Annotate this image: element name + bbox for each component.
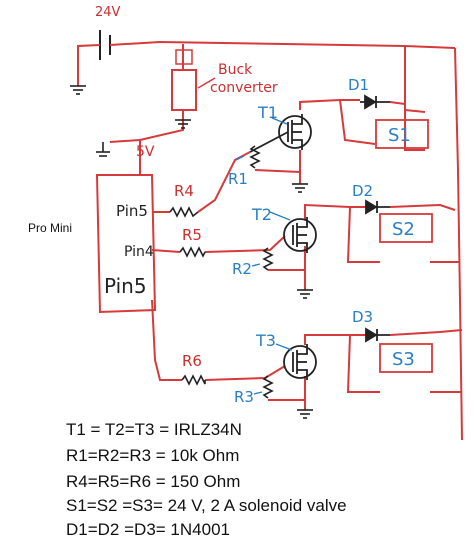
resistor-r4 (169, 206, 199, 218)
solenoid-s2 (379, 213, 433, 243)
resistor-r1 (249, 145, 261, 169)
ground-icon (70, 85, 86, 95)
label-d3: D3 (352, 308, 373, 326)
label-s1: S1 (388, 125, 411, 146)
mosfet-t3 (283, 344, 317, 380)
buck-converter-top (175, 49, 193, 65)
ground-icon (175, 119, 191, 129)
ground-icon (297, 289, 313, 299)
label-r6: R6 (182, 352, 202, 370)
resistor-r2 (262, 247, 274, 271)
label-r5: R5 (182, 226, 202, 244)
diode-d3 (365, 327, 390, 343)
buck-converter-box (171, 69, 197, 111)
diode-d2 (365, 199, 390, 215)
solenoid-s3 (379, 343, 433, 373)
note-gate-resistors: R4=R5=R6 = 150 Ohm (66, 472, 241, 491)
label-d1: D1 (348, 76, 369, 94)
label-d2: D2 (352, 182, 373, 200)
pin-label-2: Pin4 (124, 244, 154, 260)
supply-voltage-label: 24V (95, 5, 121, 20)
pin-label-3: Pin5 (104, 274, 147, 298)
ground-symbols (70, 85, 313, 419)
label-t1: T1 (257, 103, 278, 122)
pin-label-1: Pin5 (116, 202, 148, 220)
note-solenoids: S1=S2 =S3= 24 V, 2 A solenoid valve (66, 496, 347, 515)
solenoid-s1 (375, 119, 429, 149)
mosfet-t1 (249, 114, 312, 153)
resistor-r6 (181, 374, 206, 386)
note-diodes: D1=D2 =D3= 1N4001 (66, 520, 230, 539)
supply-wires (77, 40, 463, 441)
battery-24v (99, 30, 111, 60)
label-r2: R2 (232, 260, 252, 278)
label-t2: T2 (251, 205, 272, 224)
label-t3: T3 (255, 331, 276, 350)
rail-5v-label: 5V (136, 144, 155, 160)
ground-icon (297, 409, 313, 419)
label-r3: R3 (234, 388, 254, 406)
buck-label-line1: Buck (218, 62, 253, 78)
label-r4: R4 (174, 182, 194, 200)
buck-label-line2: converter (210, 80, 278, 96)
diode-d1 (360, 94, 390, 110)
resistor-r5 (179, 246, 206, 258)
note-pulldown: R1=R2=R3 = 10k Ohm (66, 446, 240, 465)
note-transistors: T1 = T2=T3 = IRLZ34N (66, 420, 242, 439)
pro-mini-label: Pro Mini (28, 221, 73, 235)
pro-mini-board (95, 174, 157, 314)
mosfet-t2 (283, 217, 317, 253)
resistor-r3 (262, 375, 274, 399)
label-r1: R1 (228, 170, 248, 188)
label-s3: S3 (392, 349, 415, 370)
ground-icon (96, 142, 110, 157)
ground-icon (292, 183, 308, 193)
label-s2: S2 (392, 219, 415, 240)
